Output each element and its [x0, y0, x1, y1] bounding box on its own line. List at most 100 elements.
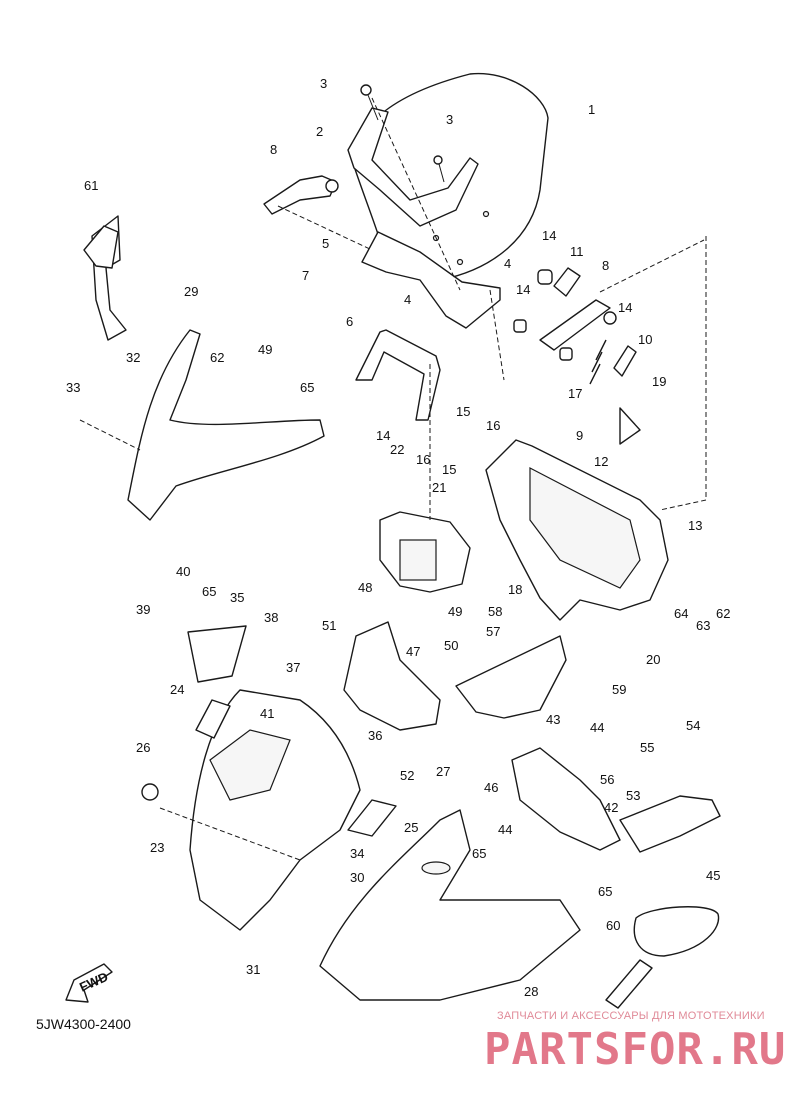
callout-40: 40	[176, 564, 190, 579]
callout-labels: 1233445678891011121314141414151516161718…	[66, 76, 730, 999]
callout-51: 51	[322, 618, 336, 633]
callout-18: 18	[508, 582, 522, 597]
callout-19: 19	[652, 374, 666, 389]
callout-23: 23	[150, 840, 164, 855]
callout-43: 43	[546, 712, 560, 727]
callout-47: 47	[406, 644, 420, 659]
upper-mirror-part	[83, 225, 119, 269]
callout-34: 34	[350, 846, 364, 861]
bolt-part	[360, 84, 445, 183]
callout-11: 11	[570, 244, 584, 259]
bulb-part	[141, 783, 159, 801]
callout-7: 7	[302, 268, 309, 283]
callout-15: 15	[442, 462, 456, 477]
callout-41: 41	[260, 706, 274, 721]
callout-58: 58	[488, 604, 502, 619]
upper-side-cowl-part	[127, 329, 325, 521]
callout-35: 35	[230, 590, 244, 605]
callout-39: 39	[136, 602, 150, 617]
callout-26: 26	[136, 740, 150, 755]
callout-62: 62	[210, 350, 224, 365]
callout-24: 24	[170, 682, 184, 697]
lower-side-cowl-part	[319, 809, 581, 1001]
intake-plate-part	[195, 699, 231, 739]
callout-6: 6	[346, 314, 353, 329]
callout-16: 16	[416, 452, 430, 467]
windscreen-part	[351, 72, 549, 281]
screen-bracket-part	[347, 107, 479, 227]
callout-49: 49	[258, 342, 272, 357]
callout-8: 8	[270, 142, 277, 157]
callout-3: 3	[320, 76, 327, 91]
callout-8: 8	[602, 258, 609, 273]
callout-59: 59	[612, 682, 626, 697]
stay-arm-part	[263, 175, 337, 215]
callout-55: 55	[640, 740, 654, 755]
callout-9: 9	[576, 428, 583, 443]
part-code: 5JW4300-2400	[36, 1016, 131, 1032]
side-stay-part	[619, 795, 721, 853]
callout-5: 5	[322, 236, 329, 251]
hardware-cluster	[513, 267, 641, 445]
callout-30: 30	[350, 870, 364, 885]
callout-36: 36	[368, 728, 382, 743]
watermark-tagline: ЗАПЧАСТИ И АКСЕССУАРЫ ДЛЯ МОТОТЕХНИКИ	[497, 1010, 765, 1022]
callout-61: 61	[84, 178, 98, 193]
callout-33: 33	[66, 380, 80, 395]
connection-lines	[79, 97, 707, 861]
callout-27: 27	[436, 764, 450, 779]
callout-28: 28	[524, 984, 538, 999]
callout-44: 44	[590, 720, 604, 735]
meter-panel-part	[187, 625, 247, 683]
callout-10: 10	[638, 332, 652, 347]
callout-48: 48	[358, 580, 372, 595]
callout-45: 45	[706, 868, 720, 883]
callout-4: 4	[504, 256, 511, 271]
callout-14: 14	[516, 282, 530, 297]
callout-16: 16	[486, 418, 500, 433]
fwd-arrow-icon: FWD	[65, 963, 113, 1003]
callout-17: 17	[568, 386, 582, 401]
callout-65: 65	[472, 846, 486, 861]
callout-63: 63	[696, 618, 710, 633]
callout-25: 25	[404, 820, 418, 835]
callout-42: 42	[604, 800, 618, 815]
callout-14: 14	[618, 300, 632, 315]
callout-4: 4	[404, 292, 411, 307]
callout-56: 56	[600, 772, 614, 787]
callout-64: 64	[674, 606, 688, 621]
callout-38: 38	[264, 610, 278, 625]
callout-22: 22	[390, 442, 404, 457]
inner-duct-part	[343, 621, 441, 731]
callout-32: 32	[126, 350, 140, 365]
callout-65: 65	[598, 884, 612, 899]
callout-65: 65	[202, 584, 216, 599]
rear-mirror-part	[633, 906, 720, 957]
callout-13: 13	[688, 518, 702, 533]
callout-49: 49	[448, 604, 462, 619]
callout-31: 31	[246, 962, 260, 977]
mirror-bracket-part	[511, 747, 621, 851]
inner-panel-part	[455, 635, 567, 719]
callout-14: 14	[542, 228, 556, 243]
callout-20: 20	[646, 652, 660, 667]
callout-50: 50	[444, 638, 458, 653]
callout-54: 54	[686, 718, 700, 733]
callout-15: 15	[456, 404, 470, 419]
callout-37: 37	[286, 660, 300, 675]
callout-60: 60	[606, 918, 620, 933]
callout-1: 1	[588, 102, 595, 117]
air-duct-part	[347, 799, 397, 837]
callout-65: 65	[300, 380, 314, 395]
callout-44: 44	[498, 822, 512, 837]
callout-46: 46	[484, 780, 498, 795]
callout-29: 29	[184, 284, 198, 299]
callout-12: 12	[594, 454, 608, 469]
callout-62: 62	[716, 606, 730, 621]
callout-21: 21	[432, 480, 446, 495]
callout-2: 2	[316, 124, 323, 139]
stay-bracket-part	[355, 329, 441, 421]
callout-52: 52	[400, 768, 414, 783]
